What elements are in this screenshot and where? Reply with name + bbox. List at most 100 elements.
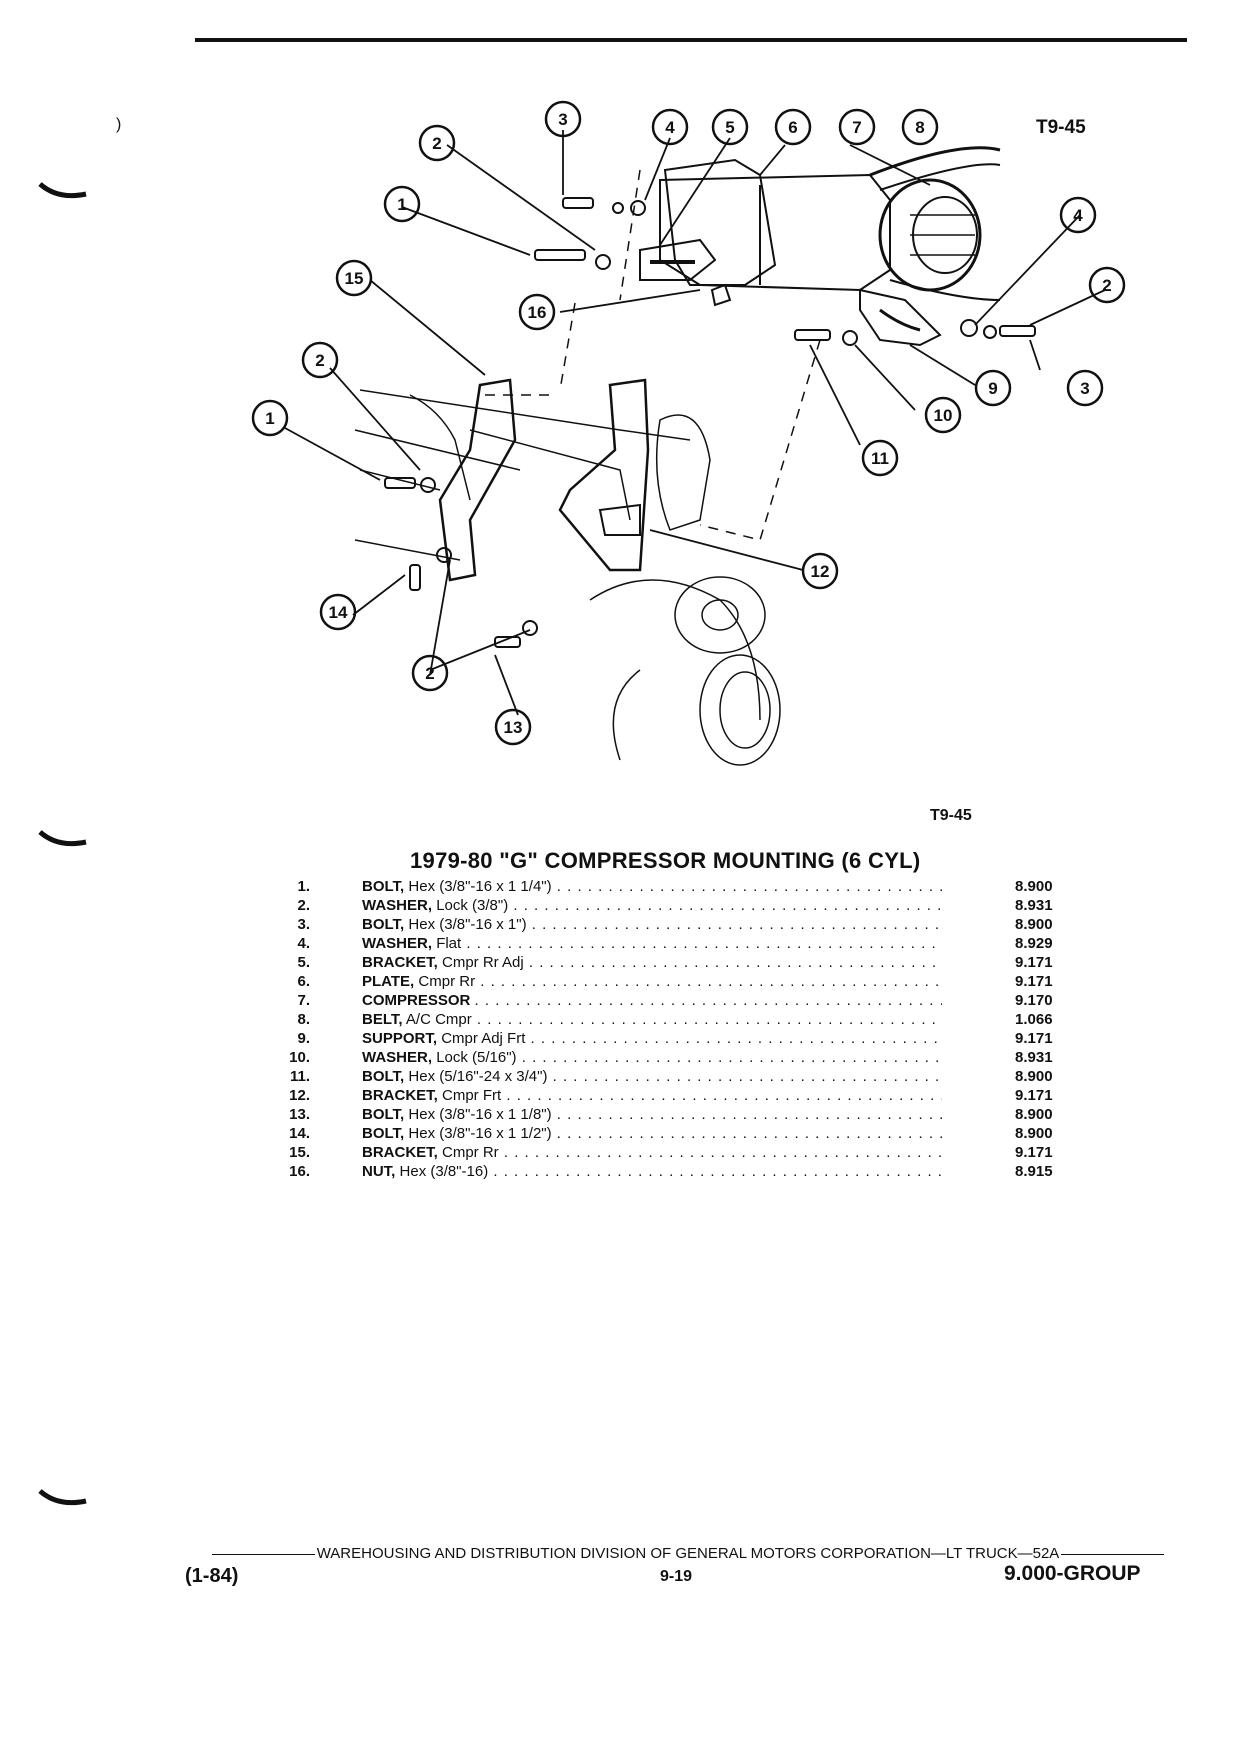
part-row: 8. BELT, A/C Cmpr 1.066	[282, 1010, 1082, 1029]
part-name: BRACKET,	[362, 1144, 438, 1161]
part-description: BRACKET, Cmpr Rr	[362, 1143, 942, 1162]
part-spec: Cmpr Rr	[442, 1144, 499, 1161]
part-spec: Hex (3/8"-16 x 1 1/4")	[408, 878, 552, 895]
part-number: 16.	[289, 1163, 310, 1180]
part-group-number: 8.900	[1015, 1106, 1053, 1123]
callout-11: 11	[871, 449, 889, 468]
part-group-number: 9.171	[1015, 1030, 1053, 1047]
part-spec: Hex (3/8"-16 x 1 1/2")	[408, 1125, 552, 1142]
callout-2: 2	[432, 134, 441, 153]
callout-15: 15	[345, 269, 364, 288]
part-number: 14.	[289, 1125, 310, 1142]
part-group-number: 9.171	[1015, 1144, 1053, 1161]
compressor-drawing	[659, 146, 1001, 301]
part-spec: Flat	[436, 935, 462, 952]
part-spec: Cmpr Rr	[418, 973, 476, 990]
callout-2: 2	[1102, 276, 1111, 295]
part-row: 1.BOLT, Hex (3/8"-16 x 1 1/4")8.900	[282, 877, 1082, 896]
callout-2: 2	[425, 664, 434, 683]
callout-8: 8	[915, 118, 924, 137]
part-name: BRACKET,	[362, 954, 438, 971]
part-number: 5.	[297, 954, 310, 971]
part-name: BOLT,	[362, 1106, 405, 1123]
part-group-number: 8.915	[1015, 1163, 1053, 1180]
part-row: 4. WASHER, Flat 8.929	[282, 934, 1082, 953]
part-spec: Cmpr Rr Adj	[442, 954, 524, 971]
part-group-number: 8.931	[1015, 897, 1053, 914]
callout-circles	[251, 100, 1126, 746]
part-number: 3.	[297, 916, 310, 933]
part-row: 16.NUT, Hex (3/8"-16)8.915	[282, 1162, 1082, 1181]
part-row: 6.PLATE, Cmpr Rr9.171	[282, 972, 1082, 991]
part-name: BOLT,	[362, 1125, 405, 1142]
part-group-number: 8.900	[1015, 1125, 1053, 1142]
callout-1: 1	[397, 195, 406, 214]
callout-10: 10	[934, 406, 953, 425]
engine-block-drawing	[354, 389, 781, 766]
fasteners-drawing	[384, 197, 1036, 648]
part-number: 12.	[289, 1087, 310, 1104]
footer-division-text: WAREHOUSING AND DISTRIBUTION DIVISION OF…	[316, 1545, 1060, 1562]
callout-3: 3	[558, 110, 567, 129]
part-spec: Hex (3/8"-16)	[399, 1163, 489, 1180]
footer-division-line: WAREHOUSING AND DISTRIBUTION DIVISION OF…	[212, 1545, 1165, 1562]
part-group-number: 8.900	[1015, 916, 1053, 933]
front-bracket-drawing	[558, 378, 650, 572]
part-name: BELT,	[362, 1011, 403, 1028]
part-spec: A/C Cmpr	[405, 1011, 472, 1028]
part-number: 13.	[289, 1106, 310, 1123]
callout-9: 9	[988, 379, 997, 398]
callout-13: 13	[504, 718, 523, 737]
part-row: 3.BOLT, Hex (3/8"-16 x 1")8.900	[282, 915, 1082, 934]
part-row: 12.BRACKET, Cmpr Frt9.171	[282, 1086, 1082, 1105]
part-row: 9.SUPPORT, Cmpr Adj Frt9.171	[282, 1029, 1082, 1048]
part-description: BRACKET, Cmpr Frt	[362, 1086, 942, 1105]
part-group-number: 9.171	[1015, 973, 1053, 990]
parts-list: 1.BOLT, Hex (3/8"-16 x 1 1/4")8.9002.WAS…	[282, 877, 1082, 1181]
part-description: BOLT, Hex (3/8"-16 x 1 1/2")	[362, 1124, 942, 1143]
part-spec: Lock (5/16")	[436, 1049, 517, 1066]
part-spec: Cmpr Adj Frt	[441, 1030, 526, 1047]
part-description: BRACKET, Cmpr Rr Adj	[362, 953, 942, 972]
part-group-number: 1.066	[1015, 1011, 1053, 1028]
callout-1: 1	[265, 409, 274, 428]
part-description: WASHER, Lock (3/8")	[362, 896, 942, 915]
part-row: 15. BRACKET, Cmpr Rr 9.171	[282, 1143, 1082, 1162]
footer-group-label: 9.000-GROUP	[1004, 1562, 1141, 1585]
part-name: PLATE,	[362, 973, 415, 990]
part-description: PLATE, Cmpr Rr	[362, 972, 942, 991]
part-number: 15.	[289, 1144, 310, 1161]
part-group-number: 9.171	[1015, 954, 1053, 971]
part-row: 7.COMPRESSOR 9.170	[282, 991, 1082, 1010]
callout-14: 14	[329, 603, 348, 622]
part-description: WASHER, Flat	[362, 934, 942, 953]
part-number: 8.	[297, 1011, 310, 1028]
part-spec: Cmpr Frt	[442, 1087, 502, 1104]
part-group-number: 8.900	[1015, 1068, 1053, 1085]
support-drawing	[859, 288, 942, 347]
part-spec: Lock (3/8")	[436, 897, 509, 914]
callout-6: 6	[788, 118, 797, 137]
callout-2: 2	[315, 351, 324, 370]
part-row: 14. BOLT, Hex (3/8"-16 x 1 1/2") 8.900	[282, 1124, 1082, 1143]
callout-labels: 3 4 5 6 7 8 2 1 4 2 15 16 2 9 3 1 10 11 …	[265, 110, 1111, 737]
part-name: WASHER,	[362, 1049, 433, 1066]
part-description: BOLT, Hex (3/8"-16 x 1 1/8")	[362, 1105, 942, 1124]
footer-page-number: 9-19	[660, 1568, 693, 1585]
callout-3: 3	[1080, 379, 1089, 398]
assembly-lines	[485, 169, 821, 541]
part-number: 1.	[297, 878, 310, 895]
part-name: WASHER,	[362, 897, 433, 914]
part-spec: Hex (5/16"-24 x 3/4")	[408, 1068, 548, 1085]
binder-mark	[38, 182, 87, 199]
exploded-view-diagram: 3 4 5 6 7 8 2 1 4 2 15 16 2 9 3 1 10 11 …	[251, 100, 1126, 766]
part-row: 13. BOLT, Hex (3/8"-16 x 1 1/8") 8.900	[282, 1105, 1082, 1124]
callout-4: 4	[665, 118, 675, 137]
part-number: 4.	[297, 935, 310, 952]
top-rule	[195, 38, 1187, 42]
part-number: 9.	[297, 1030, 310, 1047]
part-name: BOLT,	[362, 1068, 405, 1085]
part-description: BELT, A/C Cmpr	[362, 1010, 942, 1029]
callout-4: 4	[1073, 206, 1083, 225]
part-group-number: 8.929	[1015, 935, 1053, 952]
